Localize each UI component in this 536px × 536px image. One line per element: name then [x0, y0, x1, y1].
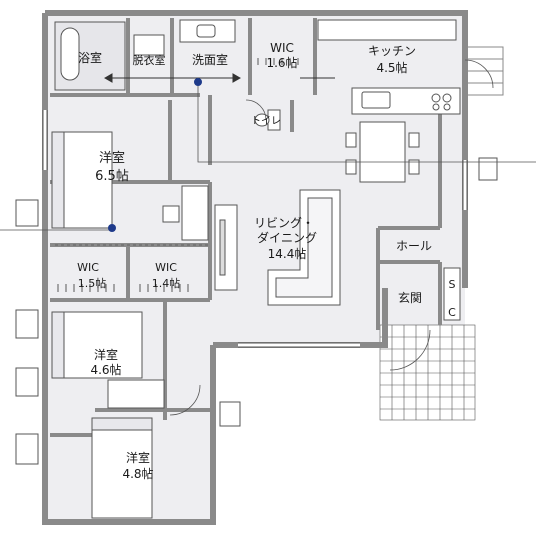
label-western-c-size: 4.8帖 [122, 466, 153, 481]
windows [42, 110, 468, 348]
bed-c [91, 417, 153, 519]
reference-lines [0, 82, 536, 246]
entrance-porch [379, 324, 476, 421]
desk-b [107, 379, 165, 409]
label-kitchen-size: 4.5帖 [376, 60, 407, 75]
kitchen-counter [317, 19, 461, 115]
bathtub [54, 21, 126, 91]
label-kitchen-name: キッチン [368, 44, 416, 58]
desk [162, 185, 209, 241]
label-washroom: 洗面室 [192, 52, 228, 67]
label-wic-b-name: WIC [155, 261, 177, 274]
sofa [267, 189, 341, 306]
label-western-b-name: 洋室 [94, 347, 118, 362]
label-sc-s: S [449, 278, 456, 291]
label-wic-b-size: 1.4帖 [152, 277, 181, 290]
arrows [103, 73, 335, 83]
label-living-size: 14.4帖 [268, 246, 307, 261]
label-wic-top-size: 1.6帖 [266, 55, 297, 70]
right-deck [464, 46, 504, 96]
label-sc-c: C [448, 306, 456, 319]
door-swings [169, 59, 494, 416]
label-western-a-size: 6.5帖 [95, 169, 129, 184]
label-toilet: トイレ [251, 116, 281, 127]
label-bath: 浴室 [78, 50, 102, 65]
ac-outdoor-units [15, 157, 498, 465]
label-living-1: リビング・ [254, 216, 314, 230]
label-living-2: ダイニング [257, 230, 317, 245]
tv-stand [214, 204, 238, 291]
marker-dot [108, 224, 116, 232]
label-western-c-name: 洋室 [126, 450, 150, 465]
label-dressing: 脱衣室 [133, 53, 166, 67]
label-hall: ホール [396, 239, 432, 253]
label-wic-a-size: 1.5帖 [78, 277, 107, 290]
washbasin [179, 19, 236, 43]
label-wic-top-name: WIC [270, 41, 294, 55]
marker-dot [194, 78, 202, 86]
label-wic-a-name: WIC [77, 261, 99, 274]
label-western-b-size: 4.6帖 [90, 362, 121, 377]
interior-walls [50, 18, 442, 437]
dining-table [345, 121, 420, 183]
closet-rails [57, 58, 299, 292]
bed-a [51, 131, 113, 229]
label-entrance: 玄関 [398, 290, 422, 305]
room-labels: 浴室 脱衣室 洗面室 WIC 1.6帖 キッチン 4.5帖 トイレ 洋室 6.5… [77, 41, 456, 481]
washing-machine [133, 34, 165, 56]
label-western-a-name: 洋室 [99, 150, 125, 166]
shoe-cabinet [443, 267, 461, 321]
bed-b [51, 311, 143, 379]
